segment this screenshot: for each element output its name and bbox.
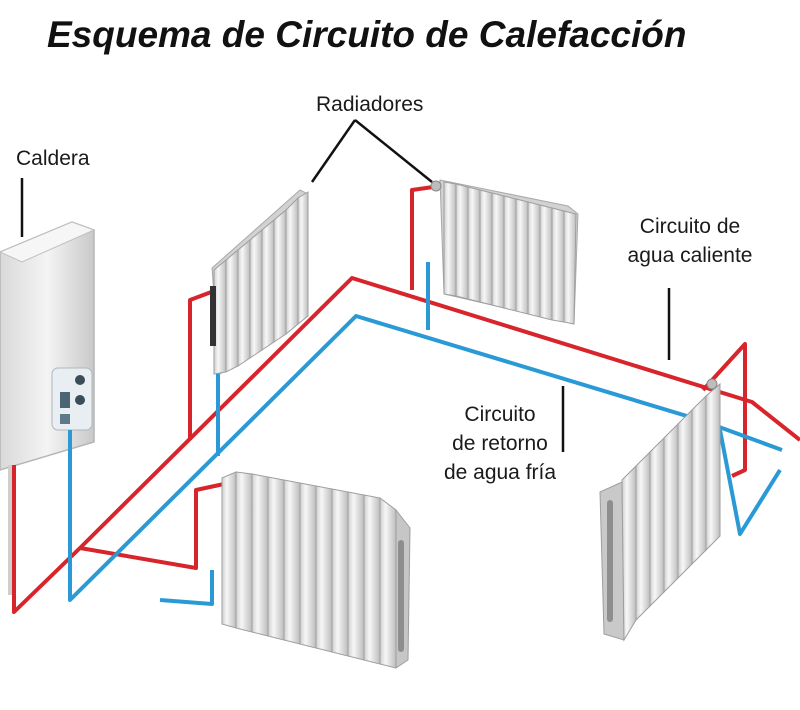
cold-return-circuit-label-line3: de agua fría xyxy=(443,461,557,484)
hot-water-circuit-label: Circuito de agua caliente xyxy=(620,212,760,270)
radiator-end-slot xyxy=(398,540,404,652)
cold-return-circuit-label: Circuito de retorno de agua fría xyxy=(420,400,580,487)
radiator-valve xyxy=(430,180,442,192)
radiator-end-slot xyxy=(607,500,613,622)
hot-feed-radiator-right xyxy=(701,342,747,478)
cold-return-radiator-front xyxy=(159,570,214,606)
cold-return-circuit-label-line1: Circuito xyxy=(464,403,536,426)
hot-water-circuit-label-line1: Circuito de xyxy=(639,215,741,238)
boiler-label: Caldera xyxy=(16,147,90,170)
boiler-pipe-stub xyxy=(8,465,13,595)
radiator-right xyxy=(599,378,721,642)
boiler-dial-2 xyxy=(75,395,85,405)
boiler-control-panel xyxy=(51,367,93,431)
boiler-indicator xyxy=(60,414,70,424)
cold-main-loop xyxy=(68,314,783,602)
cold-return-circuit-label-line2: de retorno xyxy=(452,432,548,455)
cold-return-radiator-right xyxy=(718,429,782,536)
boiler-body xyxy=(0,221,95,471)
radiator-front xyxy=(221,471,411,669)
boiler-dial-1 xyxy=(75,375,85,385)
diagram-title: Esquema de Circuito de Calefacción xyxy=(47,14,687,55)
radiator-valve xyxy=(706,378,718,390)
radiators-leader-line-left xyxy=(310,119,357,183)
radiator-back-right xyxy=(430,179,579,325)
hot-feed-radiator-front xyxy=(79,482,225,570)
radiators-leader-line-right xyxy=(354,119,433,183)
boiler-top xyxy=(0,221,96,263)
radiators-label: Radiadores xyxy=(316,93,424,116)
boiler xyxy=(0,221,96,595)
hot-water-circuit-label-line2: agua caliente xyxy=(627,244,753,267)
radiator-back-left xyxy=(210,189,309,375)
leader-lines xyxy=(20,119,671,452)
radiator-valve xyxy=(210,286,216,346)
boiler-display xyxy=(60,392,70,408)
